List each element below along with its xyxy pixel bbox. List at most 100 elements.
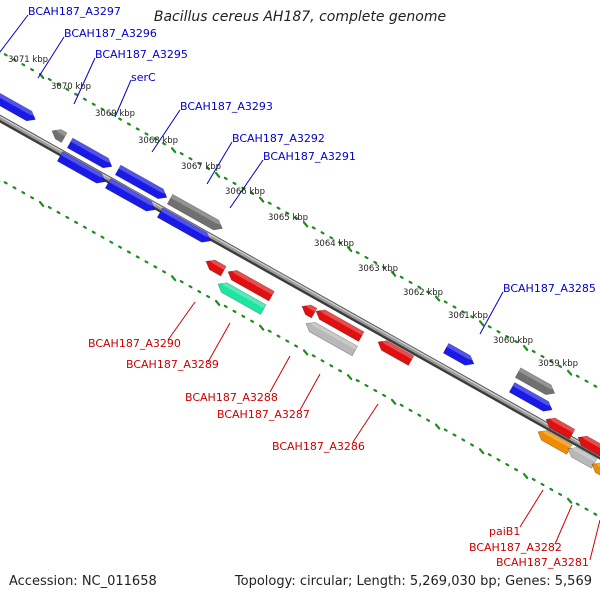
inner-scale-ticks	[0, 180, 598, 516]
scale-label: 3062 kbp	[403, 288, 443, 298]
scale-tick	[461, 438, 466, 442]
gene-forward[interactable]	[442, 343, 476, 368]
scale-tick	[311, 354, 316, 358]
scale-tick	[223, 176, 228, 181]
gene-label[interactable]: BCAH187_A3282	[469, 541, 562, 554]
gene-forward[interactable]	[114, 164, 169, 202]
scale-tick	[179, 152, 184, 156]
gene-forward[interactable]	[104, 178, 157, 215]
gene-label[interactable]: BCAH187_A3295	[95, 48, 188, 61]
scale-tick	[12, 58, 17, 62]
scale-tick	[82, 97, 87, 101]
forward-gene-labels: BCAH187_A3297 BCAH187_A3296 BCAH187_A329…	[28, 5, 596, 295]
scale-tick	[566, 369, 573, 376]
gene-reverse[interactable]	[203, 257, 227, 277]
gene-label[interactable]: BCAH187_A3292	[232, 132, 325, 145]
reverse-gene-labels: BCAH187_A3290 BCAH187_A3289 BCAH187_A328…	[88, 337, 589, 569]
gene-rna[interactable]	[215, 279, 267, 315]
scale-tick	[373, 260, 378, 265]
scale-label: 3061 kbp	[448, 311, 488, 321]
scale-tick	[170, 147, 177, 154]
scale-tick	[461, 310, 466, 314]
scale-tick	[153, 265, 158, 269]
gene-label[interactable]: BCAH187_A3297	[28, 5, 121, 18]
label-leader	[167, 301, 196, 341]
scale-tick	[267, 201, 272, 205]
scale-tick	[250, 319, 255, 323]
scale-tick	[276, 206, 281, 210]
label-leader	[207, 322, 231, 363]
scale-tick	[505, 335, 510, 339]
scale-tick	[276, 334, 281, 338]
gene-reverse[interactable]	[299, 302, 318, 319]
gene-reverse[interactable]	[543, 415, 576, 440]
scale-label: 3060 kbp	[493, 336, 533, 346]
scale-label: 3070 kbp	[51, 82, 91, 92]
scale-tick	[294, 216, 299, 220]
scale-tick	[417, 413, 422, 417]
scale-tick	[109, 112, 114, 116]
scale-tick	[443, 300, 448, 304]
scale-tick	[30, 68, 35, 72]
gene-forward[interactable]	[156, 207, 213, 246]
scale-tick	[399, 275, 404, 279]
scale-tick	[346, 374, 353, 381]
scale-tick	[382, 393, 387, 398]
gene-label[interactable]: BCAH187_A3290	[88, 337, 181, 350]
scale-tick	[47, 77, 52, 82]
gene-forward[interactable]	[66, 137, 114, 171]
gene-pseudo[interactable]	[303, 319, 358, 357]
scale-tick	[153, 137, 158, 141]
scale-tick	[214, 299, 221, 306]
gene-label[interactable]: BCAH187_A3285	[503, 282, 596, 295]
label-leader	[554, 504, 573, 545]
scale-tick	[382, 265, 387, 270]
scale-label: 3064 kbp	[314, 239, 354, 249]
scale-tick	[74, 220, 79, 224]
scale-tick	[56, 210, 61, 215]
gene-label[interactable]: BCAH187_A3281	[496, 556, 589, 569]
gene-forward[interactable]	[166, 193, 225, 233]
scale-tick	[426, 418, 431, 422]
scale-tick	[584, 379, 589, 383]
gene-other[interactable]	[535, 427, 573, 455]
scale-tick	[214, 171, 221, 178]
gene-label[interactable]: BCAH187_A3296	[64, 27, 157, 40]
gene-label[interactable]: BCAH187_A3286	[272, 440, 365, 453]
gene-other[interactable]	[589, 459, 600, 480]
scale-tick	[443, 428, 448, 432]
scale-tick	[30, 196, 35, 200]
scale-tick	[82, 225, 87, 229]
scale-tick	[135, 127, 140, 131]
gene-label[interactable]: serC	[131, 71, 156, 84]
gene-forward[interactable]	[0, 88, 38, 124]
scale-tick	[549, 359, 554, 364]
gene-label[interactable]: paiB1	[489, 525, 520, 538]
scale-tick	[38, 200, 45, 207]
scale-tick	[408, 280, 413, 284]
scale-tick	[65, 215, 70, 220]
gene-forward[interactable]	[508, 382, 554, 415]
scale-tick	[514, 468, 519, 472]
gene-label[interactable]: BCAH187_A3291	[263, 150, 356, 163]
scale-tick	[558, 492, 563, 496]
gene-reverse[interactable]	[225, 267, 275, 302]
scale-label: 3067 kbp	[181, 162, 221, 172]
gene-reverse[interactable]	[313, 306, 365, 342]
gene-reverse[interactable]	[375, 337, 415, 366]
gene-label[interactable]: BCAH187_A3289	[126, 358, 219, 371]
gene-label[interactable]: BCAH187_A3287	[217, 408, 310, 421]
gene-forward[interactable]	[514, 367, 557, 398]
gene-pseudo[interactable]	[565, 444, 598, 469]
gene-forward[interactable]	[49, 126, 68, 143]
scale-tick	[126, 250, 131, 254]
gene-label[interactable]: BCAH187_A3288	[185, 391, 278, 404]
label-leader	[299, 373, 321, 411]
scale-tick	[575, 502, 580, 506]
scale-tick	[478, 448, 485, 455]
gene-forward[interactable]	[56, 151, 108, 187]
gene-label[interactable]: BCAH187_A3293	[180, 100, 273, 113]
scale-tick	[258, 196, 265, 203]
scale-tick	[197, 162, 202, 166]
scale-tick	[144, 260, 149, 264]
